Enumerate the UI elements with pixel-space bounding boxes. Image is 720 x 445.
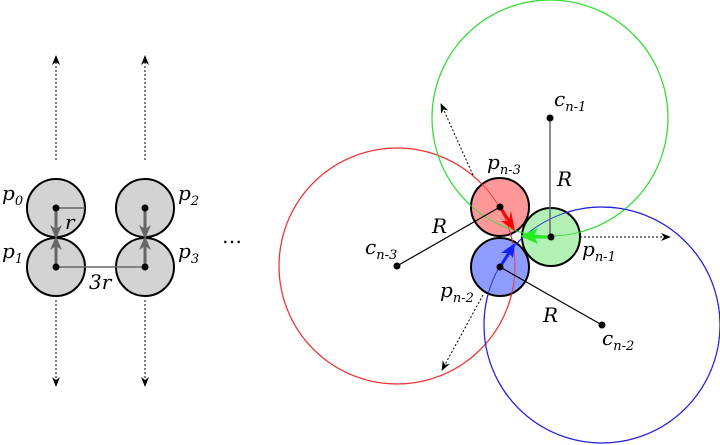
label-radius-R-n-3: R [431, 214, 447, 238]
center-dot-p1 [52, 263, 60, 271]
label-radius-R-n-1: R [556, 167, 572, 191]
label-p-n-3: pn-3 [487, 150, 521, 178]
center-dot-p2 [141, 204, 149, 212]
left-configuration: p0 p1 p2 p3 r 3r [2, 55, 199, 387]
center-dot-p3 [141, 263, 149, 271]
label-p-n-2: pn-2 [440, 278, 474, 306]
center-dot-p0 [52, 204, 60, 212]
label-p2: p2 [178, 181, 199, 209]
guide-circle-n-2-overlay [483, 206, 720, 444]
center-dot-p-n-3 [496, 203, 504, 211]
label-p0: p0 [2, 181, 23, 209]
label-c-n-1: cn-1 [554, 87, 586, 115]
label-c-n-2: cn-2 [602, 326, 634, 354]
label-p3: p3 [178, 239, 199, 267]
trajectory-n-2 [441, 294, 484, 371]
guide-circle-n-3-overlay [278, 147, 516, 385]
center-dot-c-n-1 [546, 114, 554, 122]
trajectory-n-3 [440, 103, 474, 176]
radius-line-n-3 [396, 206, 501, 267]
right-configuration: pn-3 pn-2 pn-1 cn-3 cn-2 cn-1 R R R [278, 0, 720, 444]
ellipsis: … [222, 224, 242, 248]
label-p-n-1: pn-1 [582, 237, 616, 265]
center-dot-c-n-2 [598, 321, 606, 329]
center-dot-c-n-3 [393, 262, 401, 270]
label-c-n-3: cn-3 [365, 235, 397, 263]
center-dot-p-n-2 [496, 263, 504, 271]
center-dot-p-n-1 [547, 233, 555, 241]
label-spacing-3r: 3r [89, 270, 113, 294]
label-p1: p1 [2, 239, 23, 267]
label-radius-R-n-2: R [542, 303, 558, 327]
label-radius-r: r [65, 210, 76, 234]
radius-line-n-2 [499, 266, 603, 326]
